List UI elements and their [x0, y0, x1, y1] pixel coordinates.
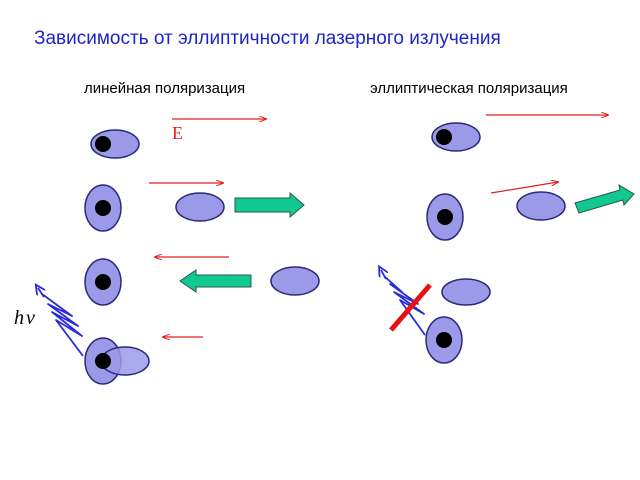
nucleus-dot: [436, 129, 452, 145]
ion-recollision-row-4: [84, 337, 150, 385]
heading-linear-polarization: линейная поляризация: [84, 80, 246, 97]
nucleus-dot: [95, 136, 111, 152]
free-electron-cloud: [516, 191, 566, 221]
photon-label-h: h: [14, 307, 24, 329]
nucleus-dot: [95, 353, 111, 369]
momentum-arrow-icon: [179, 269, 252, 293]
nucleus-dot: [436, 332, 452, 348]
free-electron-cloud: [441, 278, 491, 306]
ion-electron-row-1-right: [431, 122, 481, 152]
momentum-arrow-icon: [574, 183, 635, 214]
ion-row-2-right: [426, 193, 464, 241]
field-vector-arrow-tilted: [490, 182, 558, 194]
ion-row-3: [84, 258, 122, 306]
blocked-photon-icon: [381, 270, 432, 336]
field-label-E: E: [172, 123, 183, 143]
free-electron-cloud: [270, 266, 320, 296]
blocker-slash: [389, 283, 432, 332]
ion-row-3-right: [425, 316, 463, 364]
nucleus-dot: [95, 274, 111, 290]
momentum-arrow-icon: [234, 191, 305, 219]
nucleus-dot: [95, 200, 111, 216]
free-electron-cloud: [175, 192, 225, 222]
ion-electron-row-1: [90, 129, 140, 159]
slide-title: Зависимость от эллиптичности лазерного и…: [34, 28, 501, 49]
heading-elliptical-polarization: эллиптическая поляризация: [370, 80, 568, 97]
photon-wave-icon: [38, 288, 84, 357]
nucleus-dot: [437, 209, 453, 225]
ion-row-2: [84, 184, 122, 232]
photon-label-nu: ν: [26, 307, 35, 329]
